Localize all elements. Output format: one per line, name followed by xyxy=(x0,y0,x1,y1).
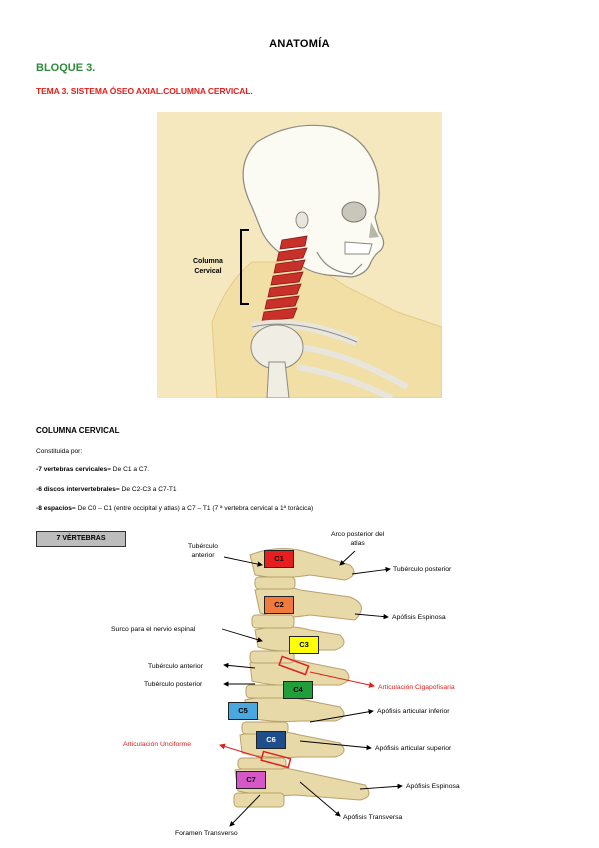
columna-cervical-label: Columna Cervical xyxy=(193,258,223,275)
skull-neck-drawing xyxy=(211,124,442,398)
vertebra-c2: C2 xyxy=(264,596,294,614)
label-apofisis-espinosa-top: Apófisis Espinosa xyxy=(392,614,446,621)
page-title: ANATOMÍA xyxy=(269,38,330,50)
vertebra-c1: C1 xyxy=(264,550,294,568)
label-tuberculo-anterior-mid: Tubérculo anterior xyxy=(148,663,203,670)
label-apofisis-articular-superior: Apófisis articular superior xyxy=(375,745,452,752)
vertebra-c6: C6 xyxy=(256,731,286,749)
label-foramen-transverso: Foramen Transverso xyxy=(175,830,238,837)
bloque-heading: BLOQUE 3. xyxy=(36,62,96,74)
item-espacios: -8 espacios= De C0 – C1 (entre occipital… xyxy=(36,505,314,512)
label-apofisis-articular-inferior: Apófisis articular inferior xyxy=(377,708,450,715)
vertebra-c7: C7 xyxy=(236,771,266,789)
label-surco-nervio: Surco para el nervio espinal xyxy=(111,626,196,633)
vertebras-button: 7 VÉRTEBRAS xyxy=(36,531,126,547)
label-tuberculo-posterior-top: Tubérculo posterior xyxy=(393,566,452,573)
section-title: COLUMNA CERVICAL xyxy=(36,426,120,435)
label-apofisis-espinosa-bottom: Apófisis Espinosa xyxy=(406,783,460,790)
item-discos: -6 discos intervertebrales= De C2-C3 a C… xyxy=(36,486,177,493)
constituida-text: Constituida por: xyxy=(36,448,83,455)
item-vertebras: -7 vertebras cervicales= De C1 a C7. xyxy=(36,466,150,473)
vertebra-c5: C5 xyxy=(228,702,258,720)
vertebra-c3: C3 xyxy=(289,636,319,654)
label-apofisis-transversa: Apófisis Transversa xyxy=(343,814,403,821)
label-articulacion-cigapofisaria: Articulación Cigapofisaria xyxy=(378,684,455,691)
cervical-spine-illustration: Columna Cervical xyxy=(157,112,442,398)
vertebra-c4: C4 xyxy=(283,681,313,699)
label-articulacion-unciforme: Articulación Unciforme xyxy=(123,741,191,748)
label-tuberculo-posterior-mid: Tubérculo posterior xyxy=(144,681,203,688)
tema-heading: TEMA 3. SISTEMA ÓSEO AXIAL.COLUMNA CERVI… xyxy=(36,86,253,96)
